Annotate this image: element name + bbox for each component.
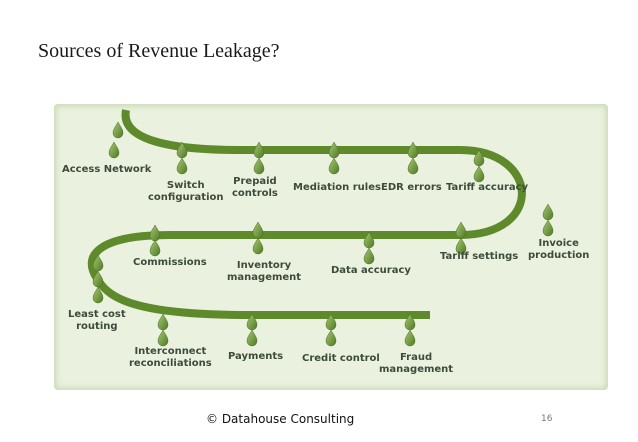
node-edr-errors: EDR errors — [381, 182, 442, 193]
node-tariff-accuracy: Tariff accuracy — [446, 182, 529, 193]
leak-drop-icon — [407, 157, 419, 175]
leak-drop-icon — [253, 141, 265, 159]
node-interconnect-reconciliations: Interconnect reconciliations — [129, 346, 212, 369]
page-number: 16 — [541, 414, 553, 424]
node-switch-configuration: Switch configuration — [148, 180, 224, 203]
leak-drop-icon — [363, 247, 375, 265]
node-prepaid-controls: Prepaid controls — [232, 176, 278, 199]
leak-drop-icon — [253, 157, 265, 175]
leak-drop-icon — [455, 237, 467, 255]
node-mediation-rules: Mediation rules — [293, 182, 381, 193]
node-payments: Payments — [228, 351, 284, 362]
leak-drop-icon — [325, 329, 337, 347]
leak-drop-icon — [108, 141, 120, 159]
leak-drop-icon — [149, 224, 161, 242]
leak-drop-icon — [252, 221, 264, 239]
node-commissions: Commissions — [133, 257, 207, 268]
footer-copyright: © Datahouse Consulting — [206, 412, 355, 426]
leak-drop-icon — [157, 313, 169, 331]
leak-drop-icon — [328, 141, 340, 159]
leak-drop-icon — [252, 237, 264, 255]
node-invoice-production: Invoice production — [528, 238, 590, 261]
leak-drop-icon — [473, 165, 485, 183]
node-credit-control: Credit control — [302, 353, 380, 364]
leakage-pipe — [87, 109, 526, 319]
leak-drop-icon — [328, 157, 340, 175]
node-access-network: Access Network — [62, 164, 152, 175]
node-data-accuracy: Data accuracy — [331, 265, 411, 276]
leak-drop-icon — [112, 121, 124, 139]
node-fraud-management: Fraud management — [379, 352, 454, 375]
leak-drop-icon — [542, 203, 554, 221]
leak-drop-icon — [157, 329, 169, 347]
node-least-cost-routing: Least cost routing — [68, 309, 126, 332]
leak-drop-icon — [404, 329, 416, 347]
leak-drop-icon — [455, 221, 467, 239]
leak-drop-icon — [246, 329, 258, 347]
leak-drop-icon — [149, 239, 161, 257]
node-inventory-management: Inventory management — [227, 260, 302, 283]
leak-drop-icon — [92, 286, 104, 304]
leak-drop-icon — [176, 157, 188, 175]
slide-title: Sources of Revenue Leakage? — [38, 40, 280, 62]
leak-drop-icon — [542, 219, 554, 237]
node-tariff-settings: Tariff settings — [440, 251, 519, 262]
leak-drop-icon — [407, 141, 419, 159]
